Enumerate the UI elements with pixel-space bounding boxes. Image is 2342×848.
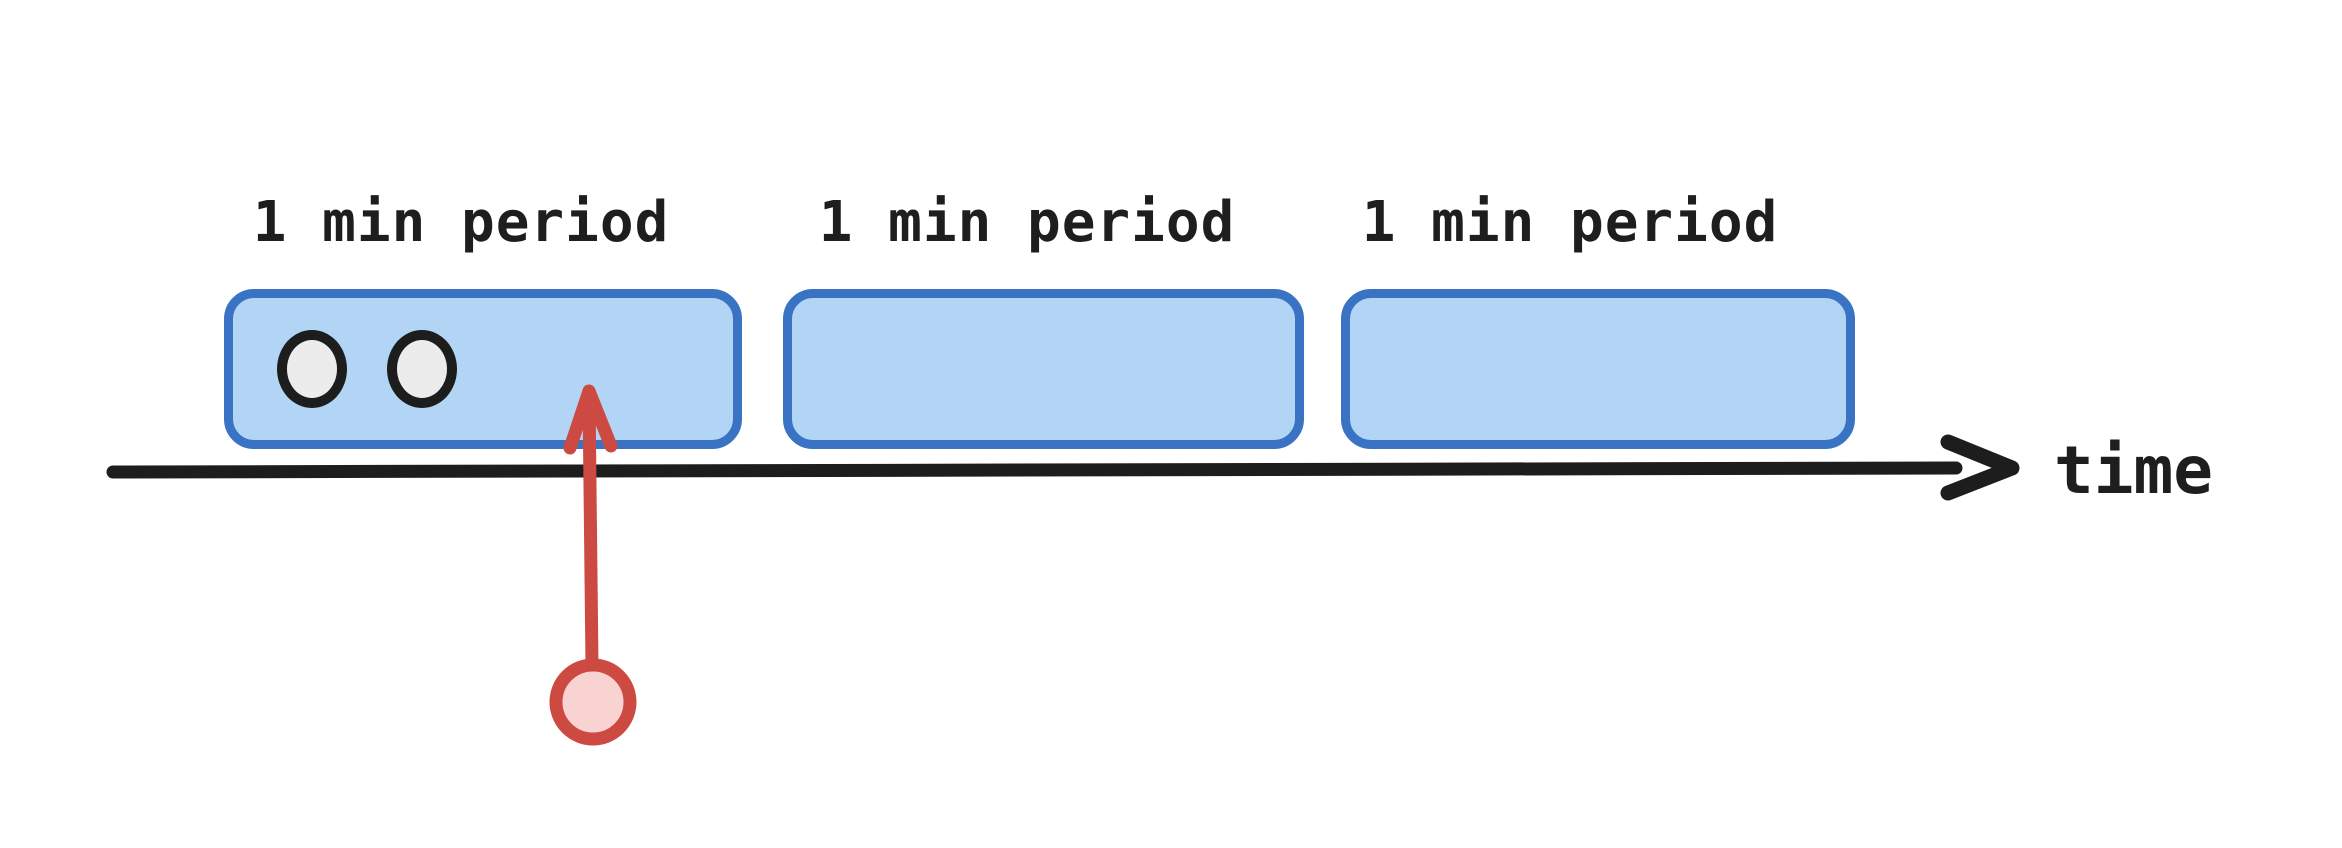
event-dot xyxy=(277,330,347,408)
current-time-marker xyxy=(549,658,637,746)
event-dot xyxy=(387,330,457,408)
period-box xyxy=(224,289,742,449)
period-box xyxy=(1341,289,1855,449)
period-label: 1 min period xyxy=(1361,190,1779,255)
period-label: 1 min period xyxy=(818,190,1236,255)
time-axis xyxy=(106,434,2020,501)
period-label: 1 min period xyxy=(252,190,670,255)
period-box xyxy=(783,289,1304,449)
axis-arrowhead-icon xyxy=(1940,434,2020,501)
time-axis-label: time xyxy=(2054,432,2213,509)
